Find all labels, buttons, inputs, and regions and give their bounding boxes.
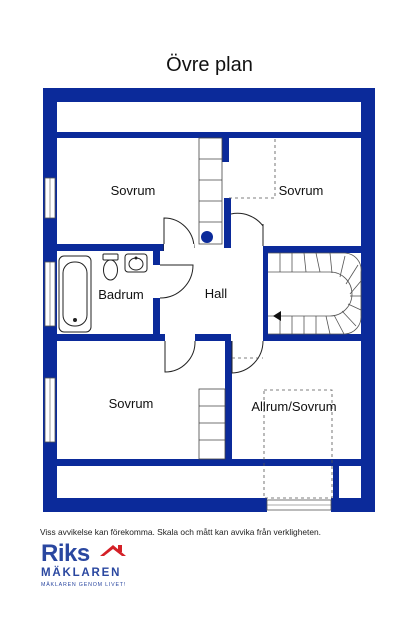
label-sovrum-top-left: Sovrum bbox=[111, 183, 156, 198]
bathtub-icon bbox=[58, 255, 92, 333]
wall-lower-divider bbox=[225, 341, 232, 461]
closet-lower bbox=[198, 388, 226, 460]
wall-bedroom-divider-upper bbox=[222, 138, 229, 162]
chimney-icon bbox=[201, 231, 213, 243]
door-bedroom-left bbox=[163, 217, 195, 251]
wall-right bbox=[361, 88, 375, 512]
label-hall: Hall bbox=[205, 286, 228, 301]
label-sovrum-top-right: Sovrum bbox=[279, 183, 324, 198]
logo-tagline: MÄKLAREN GENOM LIVET! bbox=[41, 582, 127, 588]
wall-bottom-right-stub bbox=[333, 466, 339, 498]
door-fills bbox=[153, 244, 263, 341]
wall-top-band bbox=[57, 132, 361, 138]
door-bedroom-lower-right bbox=[231, 340, 264, 374]
wall-bedroom-left-bottom bbox=[57, 244, 164, 251]
dashed-lines bbox=[229, 138, 333, 499]
door-leaves bbox=[160, 218, 264, 373]
staircase bbox=[268, 252, 362, 335]
label-allrum-sovrum: Allrum/Sovrum bbox=[251, 399, 336, 414]
wall-bottom-band bbox=[57, 459, 361, 466]
label-sovrum-bottom-left: Sovrum bbox=[109, 396, 154, 411]
wall-bedroom-right-bottom bbox=[263, 246, 361, 253]
wall-bottom-left bbox=[43, 498, 267, 512]
wall-hall-bottom-mid bbox=[195, 334, 231, 341]
logo-name: MÄKLAREN bbox=[41, 567, 122, 579]
door-bath bbox=[159, 264, 194, 299]
toilet-icon bbox=[102, 253, 119, 281]
stair-arrow-icon bbox=[273, 311, 281, 321]
company-logo: Riks MÄKLAREN MÄKLAREN GENOM LIVET! bbox=[40, 538, 140, 598]
door-bedroom-right bbox=[230, 212, 264, 246]
wall-bedroom-divider-lower bbox=[224, 198, 231, 248]
logo-brand: Riks bbox=[41, 540, 90, 567]
door-bedroom-lower-left bbox=[164, 340, 196, 373]
plan-title: Övre plan bbox=[166, 54, 253, 76]
wall-bath-bottom bbox=[57, 334, 165, 341]
sink-icon bbox=[124, 253, 148, 273]
house-roof-icon bbox=[100, 545, 126, 556]
label-badrum: Badrum bbox=[98, 287, 144, 302]
disclaimer-text: Viss avvikelse kan förekomma. Skala och … bbox=[40, 527, 321, 537]
closets bbox=[198, 137, 226, 460]
wall-bottom-right bbox=[331, 498, 375, 512]
closet-upper bbox=[198, 137, 223, 245]
wall-stairs-left bbox=[263, 253, 268, 334]
wall-stairs-bottom bbox=[263, 334, 361, 341]
wall-top bbox=[43, 88, 375, 102]
